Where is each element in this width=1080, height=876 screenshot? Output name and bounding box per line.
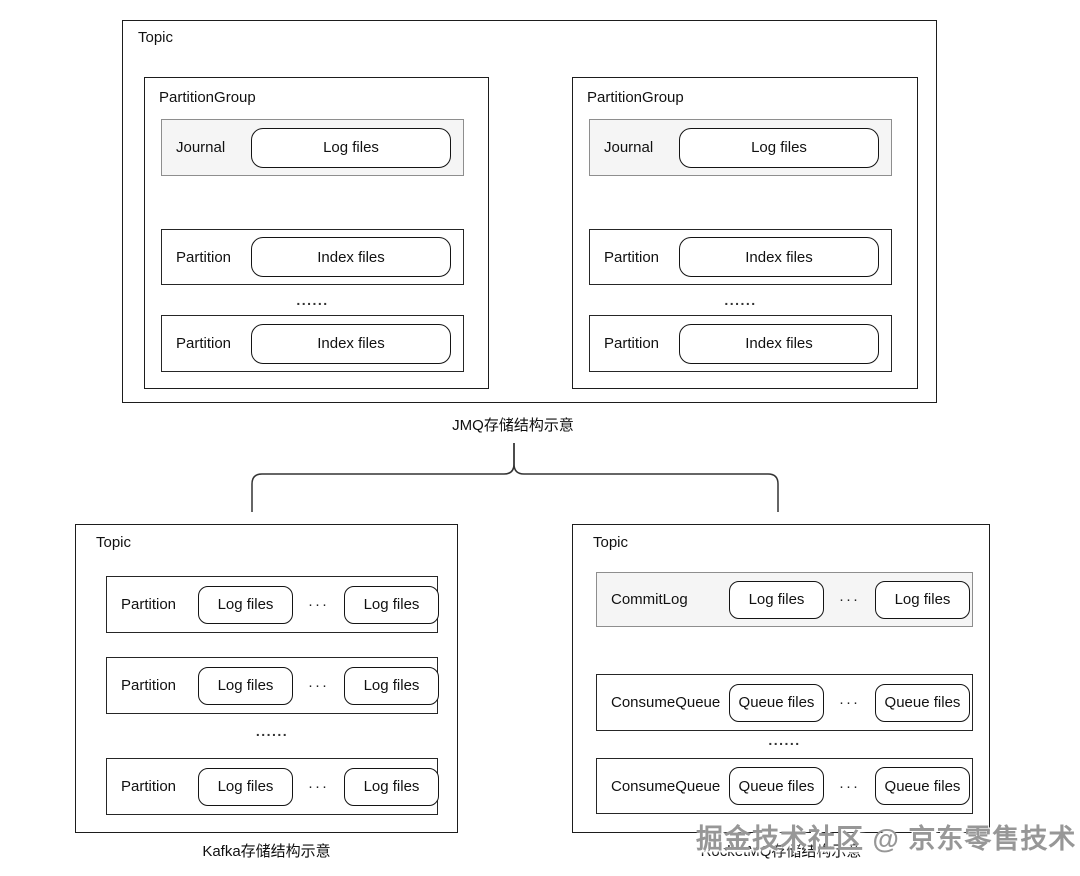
log-files-pill: Log files xyxy=(679,127,879,168)
consumequeue-row: ConsumeQueue Queue files ··· Queue files xyxy=(596,674,973,731)
kafka-partition-row: Partition Log files ··· Log files xyxy=(106,758,439,815)
dots-separator: ··· xyxy=(839,591,860,608)
kafka-topic-box: Topic Partition Log files ··· Log files … xyxy=(75,524,458,833)
partition-label: Partition xyxy=(121,677,177,694)
partition-label: Partition xyxy=(604,248,660,266)
journal-label: Journal xyxy=(604,139,654,156)
kafka-topic-label: Topic xyxy=(96,534,132,551)
kafka-caption: Kafka存储结构示意 xyxy=(202,843,331,860)
journal-row: Journal Log files xyxy=(589,119,892,176)
index-files-pill: Index files xyxy=(251,237,451,277)
jmq-topic-label: Topic xyxy=(138,29,174,46)
log-files-pill: Log files xyxy=(198,585,293,624)
index-files-pill: Index files xyxy=(679,237,879,277)
dots-separator: ··· xyxy=(839,694,860,711)
partition-row: Partition Index files xyxy=(589,229,892,285)
log-files-pill: Log files xyxy=(729,580,824,619)
commitlog-label: CommitLog xyxy=(611,591,688,608)
rocketmq-topic-box: Topic CommitLog Log files ··· Log files … xyxy=(572,524,990,833)
log-files-pill: Log files xyxy=(875,580,970,619)
dots-separator: ··· xyxy=(839,777,860,795)
partition-label: Partition xyxy=(176,335,232,352)
commitlog-row: CommitLog Log files ··· Log files xyxy=(596,572,973,627)
consumequeue-row: ConsumeQueue Queue files ··· Queue files xyxy=(596,758,973,814)
partition-group-right: PartitionGroup Journal Log files Partiti… xyxy=(572,77,918,389)
partition-group-label: PartitionGroup xyxy=(587,89,684,106)
log-files-pill: Log files xyxy=(344,666,439,705)
index-files-pill: Index files xyxy=(679,323,879,364)
journal-label: Journal xyxy=(176,139,226,156)
partition-row: Partition Index files xyxy=(161,229,464,285)
ellipsis: ...... xyxy=(255,723,289,739)
partition-label: Partition xyxy=(121,778,177,795)
partition-label: Partition xyxy=(604,335,660,352)
watermark: 掘金技术社区 @ 京东零售技术 xyxy=(696,824,1077,854)
partition-label: Partition xyxy=(176,248,232,266)
queue-files-pill: Queue files xyxy=(875,767,970,805)
ellipsis: ...... xyxy=(768,732,801,748)
rocketmq-caption: RocketMQ存储结构示意 xyxy=(700,843,862,860)
queue-files-pill: Queue files xyxy=(729,683,824,722)
log-files-pill: Log files xyxy=(344,767,439,806)
partition-row: Partition Index files xyxy=(161,315,464,372)
partition-label: Partition xyxy=(121,596,177,613)
consumequeue-label: ConsumeQueue xyxy=(611,694,721,711)
queue-files-pill: Queue files xyxy=(729,767,824,805)
rocketmq-topic-label: Topic xyxy=(593,534,629,551)
brace-connector xyxy=(251,443,779,512)
dots-separator: ··· xyxy=(308,677,329,694)
log-files-pill: Log files xyxy=(198,666,293,705)
partition-row: Partition Index files xyxy=(589,315,892,372)
dots-separator: ··· xyxy=(308,596,329,613)
dots-separator: ··· xyxy=(308,778,329,795)
index-files-pill: Index files xyxy=(251,323,451,364)
ellipsis: ...... xyxy=(296,292,329,308)
log-files-pill: Log files xyxy=(344,585,439,624)
partition-group-label: PartitionGroup xyxy=(159,89,256,106)
kafka-partition-row: Partition Log files ··· Log files xyxy=(106,576,439,633)
log-files-pill: Log files xyxy=(251,127,451,168)
kafka-partition-row: Partition Log files ··· Log files xyxy=(106,657,439,714)
journal-row: Journal Log files xyxy=(161,119,464,176)
partition-group-left: PartitionGroup Journal Log files Partiti… xyxy=(144,77,489,389)
jmq-topic-box: Topic PartitionGroup Journal Log files P… xyxy=(122,20,937,403)
queue-files-pill: Queue files xyxy=(875,683,970,722)
log-files-pill: Log files xyxy=(198,767,293,806)
jmq-caption: JMQ存储结构示意 xyxy=(452,417,574,434)
ellipsis: ...... xyxy=(724,292,757,308)
consumequeue-label: ConsumeQueue xyxy=(611,777,721,795)
